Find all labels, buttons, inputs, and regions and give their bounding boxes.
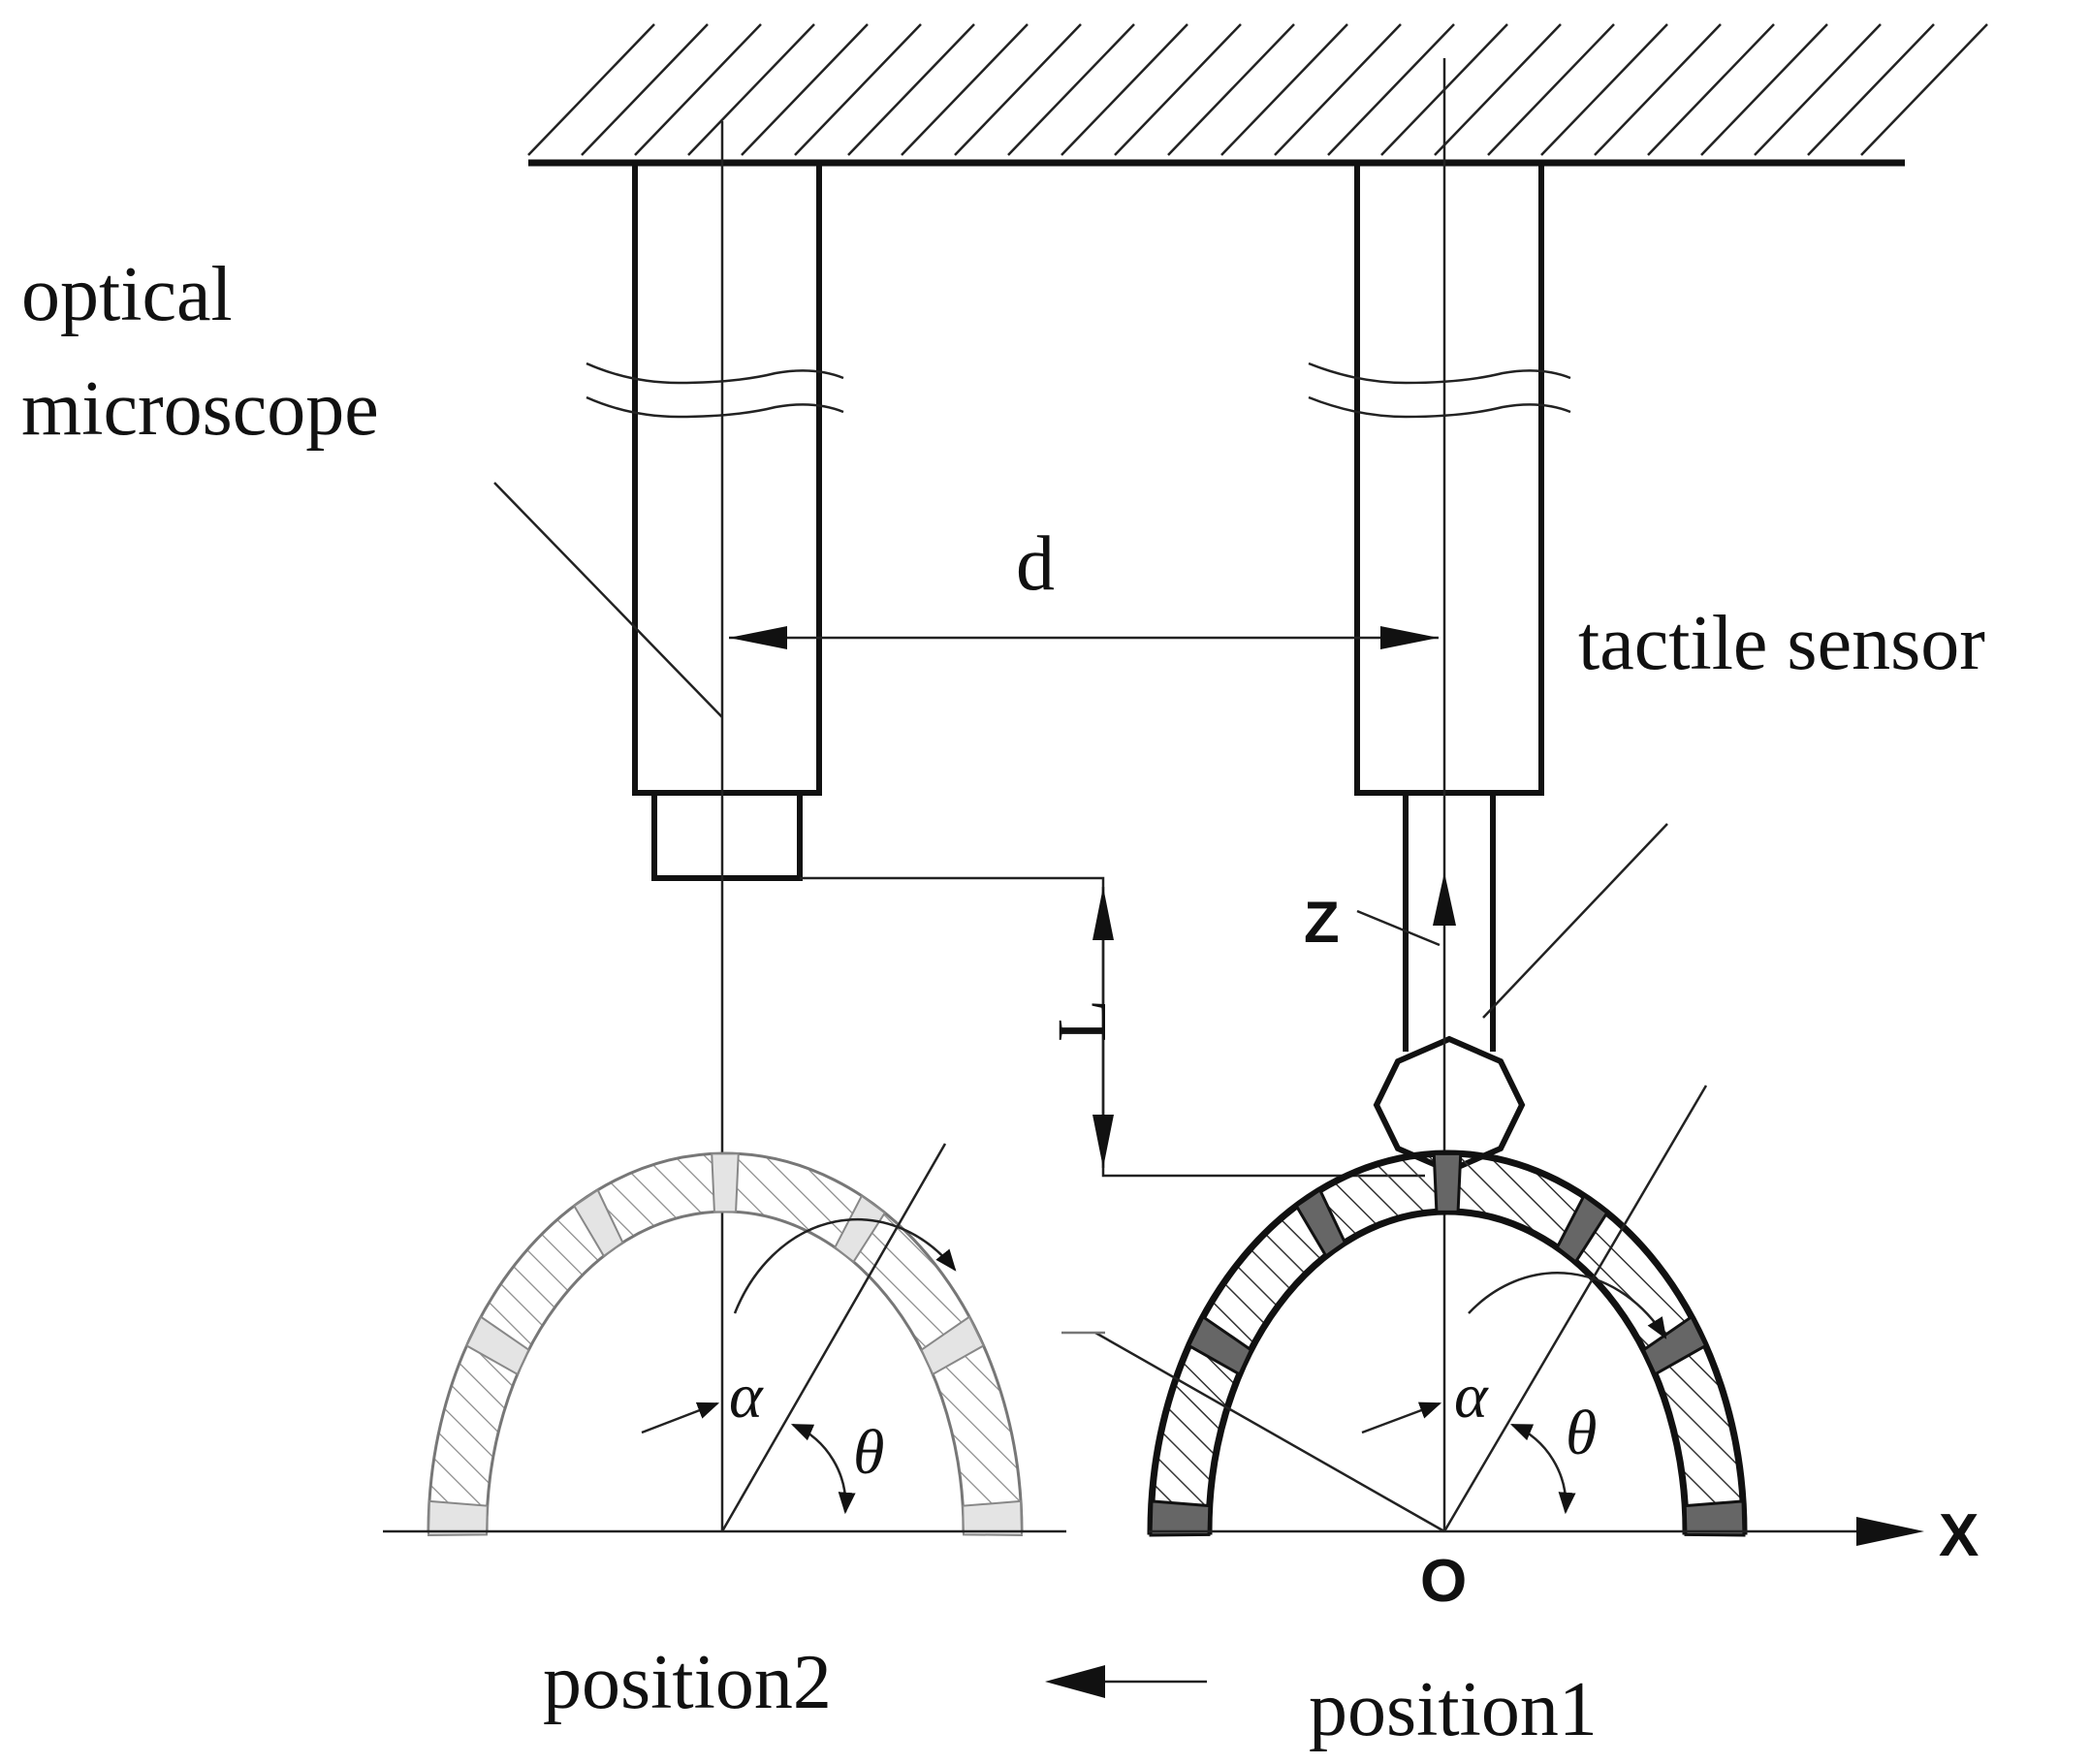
tactile-sensor-label: tactile sensor	[1578, 601, 1985, 686]
x-axis-label: X	[1939, 1502, 1979, 1569]
optical-microscope-label-line2: microscope	[21, 366, 379, 452]
x-axis-arrow	[1856, 1517, 1924, 1546]
workpiece-position1	[1147, 1150, 1748, 1537]
distance-d-dimension	[729, 626, 1439, 649]
z-axis-label: Z	[1304, 890, 1340, 955]
optical-label-leader	[493, 482, 723, 718]
optical-microscope	[586, 160, 844, 881]
ceiling-support	[527, 23, 1988, 167]
alpha-label-position1: α	[1454, 1361, 1489, 1432]
distance-l-label: L	[1043, 999, 1121, 1042]
optical-microscope-label-line1: optical	[21, 252, 233, 337]
theta-label-position1: θ	[1566, 1398, 1597, 1468]
z-axis-arrow	[1356, 872, 1456, 947]
alpha-label-position2: α	[729, 1361, 764, 1432]
workpiece-position2	[427, 1151, 1024, 1536]
theta-label-position2: θ	[853, 1417, 884, 1488]
probe-leader-line	[1482, 823, 1668, 1019]
distance-d-label: d	[1016, 521, 1055, 607]
position2-label: position2	[543, 1640, 832, 1725]
position1-label: position1	[1309, 1667, 1598, 1752]
rotation-arrows	[641, 1217, 1667, 1515]
position-transfer-arrow	[1045, 1665, 1207, 1698]
distance-l-dimension	[800, 876, 1425, 1178]
tactile-sensor	[1308, 160, 1571, 1175]
origin-label: O	[1420, 1548, 1467, 1615]
